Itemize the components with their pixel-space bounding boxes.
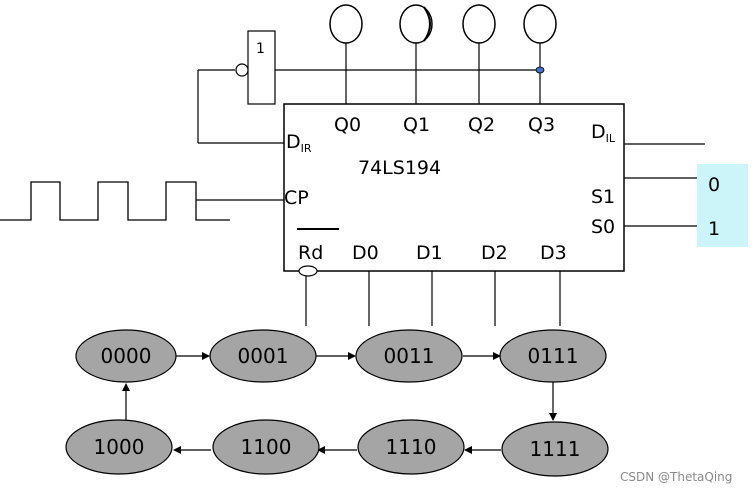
- state-label: 0000: [101, 344, 152, 368]
- pin-q2-label: Q2: [468, 114, 495, 136]
- state-node: 0111: [499, 329, 607, 383]
- parallel-input-wires: [368, 271, 561, 326]
- pin-d0-label: D0: [352, 242, 379, 264]
- pin-d1-label: D1: [416, 242, 443, 264]
- clock-waveform: [0, 181, 284, 221]
- state-node: 1111: [501, 421, 609, 477]
- output-wires: [345, 43, 541, 104]
- pin-s0-label: S0: [591, 216, 615, 238]
- led-q3-icon: [523, 4, 557, 44]
- pin-cp-label: CP: [284, 187, 309, 209]
- state-node: 1000: [65, 419, 173, 475]
- state-label: 0011: [384, 344, 435, 368]
- watermark: CSDN @ThetaQing: [620, 470, 732, 484]
- not-gate: 1: [235, 30, 276, 105]
- pin-rd-label: Rd: [298, 242, 323, 264]
- led-q0-icon: [329, 4, 363, 44]
- mode-values-highlight: [697, 164, 748, 247]
- pin-dil-label: DIL: [591, 121, 616, 145]
- pin-s1-label: S1: [591, 186, 615, 208]
- pin-q1-label: Q1: [403, 114, 430, 136]
- state-label: 0111: [528, 344, 579, 368]
- state-node: 0000: [75, 329, 177, 383]
- state-node: 0001: [209, 329, 317, 383]
- inverter-bubble-icon: [235, 63, 249, 77]
- output-leds: [329, 4, 557, 44]
- state-label: 1111: [530, 437, 581, 461]
- pin-d2-label: D2: [481, 242, 508, 264]
- led-q2-icon: [462, 4, 496, 44]
- state-label: 1100: [241, 435, 292, 459]
- chip-body: [283, 103, 625, 272]
- pin-q3-label: Q3: [528, 114, 555, 136]
- state-node: 1100: [212, 419, 320, 475]
- pin-q0-label: Q0: [334, 114, 361, 136]
- not-gate-label: 1: [256, 41, 265, 57]
- feedback-junction-dot: [535, 66, 545, 74]
- pin-dir-label: DIR: [286, 131, 312, 155]
- feedback-wire: [197, 69, 540, 144]
- state-label: 1000: [94, 435, 145, 459]
- state-diagram: 0000 0001 0011 0111 1111 1110 1100 1000: [65, 329, 609, 477]
- state-label: 0001: [238, 344, 289, 368]
- pin-d3-label: D3: [540, 242, 567, 264]
- state-node: 1110: [357, 419, 465, 475]
- state-label: 1110: [386, 435, 437, 459]
- state-node: 0011: [355, 329, 463, 383]
- rd-inverter-bubble-icon: [298, 265, 318, 277]
- chip-name: 74LS194: [358, 157, 441, 179]
- s0-value: 1: [708, 218, 720, 240]
- s1-value: 0: [708, 174, 720, 196]
